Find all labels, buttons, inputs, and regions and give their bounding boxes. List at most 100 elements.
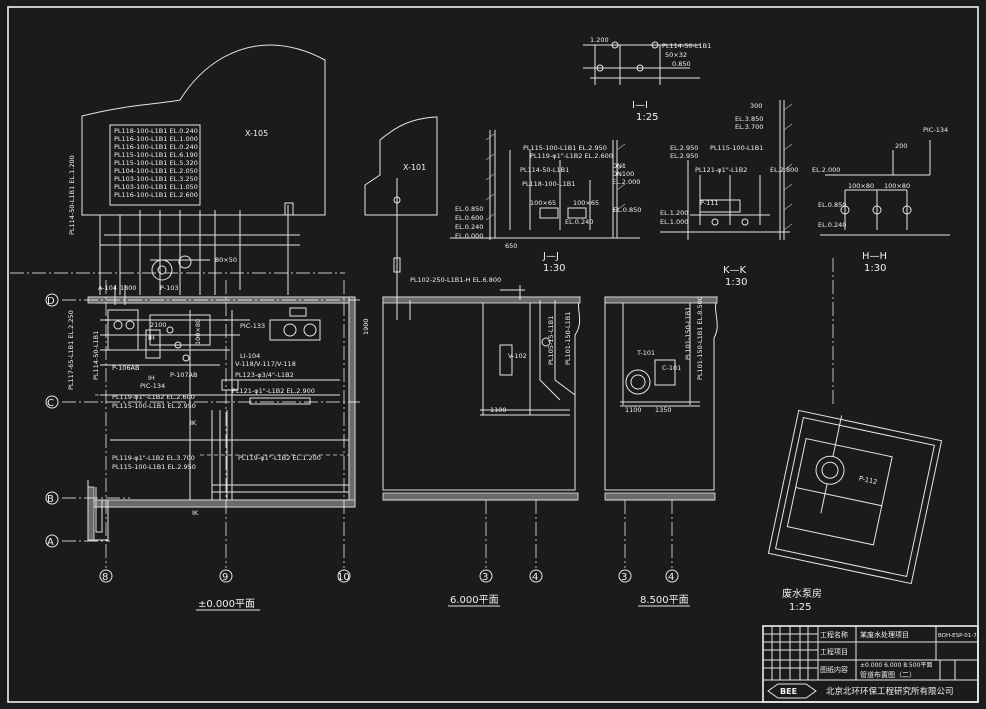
grid-col-8: 8 (102, 572, 108, 583)
tb-project-name: 某废水处理项目 (860, 630, 909, 639)
sec-kk-line-8: EL.1.200 (660, 209, 688, 217)
label-2100: 2100 (150, 321, 167, 329)
label-pl114b-vertical: PL114-50-L1B1 (92, 331, 100, 380)
title-block: 工程名称 工程项目 图纸内容 某废水处理项目 BOH-ESP-01-7 ±0.0… (762, 625, 979, 703)
x105-pipe-1: PL118-100-L1B1 EL.0.240 (114, 127, 198, 135)
sec-hh-title: H—H (862, 251, 887, 262)
sec-jj-scale: 1:30 (543, 263, 565, 274)
plan-6-000: PL102-250-L1B1-H EL.6.800 V-102 PL105-15… (362, 276, 581, 501)
label-pl119a: PL119-φ1"-L1B2 EL.2.600 (112, 393, 195, 401)
x105-label: X-105 (245, 129, 268, 138)
section-i-i: 1.200 PL114-50-L1B1 50×32 0.850 I—I 1:25 (583, 36, 711, 123)
sec-jj-line-11: EL.0.240 (565, 218, 593, 226)
tb-label-content: 图纸内容 (820, 665, 848, 674)
label-pl123: PL123-φ3/4"-L1B2 (235, 371, 294, 379)
plan-8-500: T-101 C-101 PL101-150-L1B1 PL101-150-L1B… (604, 296, 718, 501)
sec-hh-scale: 1:30 (864, 263, 886, 274)
tb-drawing-no: BOH-ESP-01-7 (938, 633, 977, 639)
title-plan-0: ±0.000平面 (198, 599, 255, 610)
grid-row-a: A (47, 537, 54, 548)
plan-0-000: A-104 P-103 80×50 1800 2100 100×80 P-106… (67, 155, 356, 541)
sec-jj-line-8: 100×65 (530, 199, 556, 207)
sec-jj-left-el-3: EL.0.240 (455, 223, 483, 231)
x105-pipe-2: PL116-100-L1B1 EL.1.000 (114, 135, 198, 143)
sec-jj-line-4: DN100 (612, 170, 634, 178)
sec-kk-line-6: PL121-φ1"-L1B2 (695, 166, 747, 174)
label-pl101b: PL101-150-L1B1 EL.8.500 (696, 296, 704, 380)
x105-pipe-9: PL116-100-L1B1 EL.2.600 (114, 191, 198, 199)
sec-hh-line-5: EL.0.240 (818, 221, 846, 229)
sec-kk-line-4: PL115-100-L1B1 (710, 144, 763, 152)
sec-hh-dim: 200 (895, 142, 907, 150)
label-pl105: PL105-15-L1B1 (547, 316, 555, 365)
sec-hh-line-3: 100×80 (884, 182, 910, 190)
label-pl114-vertical: PL114-50-L1B1 EL.1.200 (68, 155, 76, 235)
label-pic134: PIC-134 (140, 382, 165, 390)
label-pl117-vertical: PL117-65-L1B1 EL.2.250 (67, 310, 75, 390)
sec-jj-left-el-2: EL.0.600 (455, 214, 483, 222)
grid-col-4-plan85: 4 (668, 572, 674, 583)
tb-company: 北京北环环保工程研究所有限公司 (826, 686, 954, 697)
grid-row-c: C (47, 398, 54, 409)
sec-kk-line-2: EL.3.700 (735, 123, 763, 131)
label-v102: V-102 (508, 352, 527, 360)
sec-hh-line-4: EL.0.850 (818, 201, 846, 209)
label-pic133: PIC-133 (240, 322, 265, 330)
label-dim1100-85: 1100 (625, 406, 642, 414)
grid-plan0: D C B A 8 9 10 (45, 280, 360, 583)
label-dim1900: 1900 (362, 318, 370, 335)
sec-kk-p111: P-111 (700, 199, 719, 207)
sec-ii-pipe: PL114-50-L1B1 (662, 42, 711, 50)
x105-pipe-8: PL103-100-L1B1 EL.1.050 (114, 183, 198, 191)
grid-row-b: B (47, 494, 54, 505)
sec-ii-el1: 1.200 (590, 36, 609, 44)
grid-row-d: D (47, 296, 55, 307)
sec-kk-line-1: EL.3.850 (735, 115, 763, 123)
sec-jj-line-3: DN1 (612, 162, 626, 170)
title-plan-85: 8.500平面 (640, 595, 689, 606)
label-pl101a: PL101-150-L1B1 (684, 307, 692, 360)
tb-content-2: 管道布置图（二） (860, 670, 916, 679)
section-k-k: EL.3.850 EL.3.700 EL.2.950 PL115-100-L1B… (660, 100, 798, 288)
label-c101: C-101 (662, 364, 681, 372)
drawing-border (7, 6, 979, 703)
sec-hh-pic134: PIC-134 (923, 126, 948, 134)
sec-hh-line-1: EL.2.000 (812, 166, 840, 174)
x105-pipe-3: PL116-100-L1B1 EL.0.240 (114, 143, 198, 151)
x101-label: X-101 (403, 163, 426, 172)
sec-ii-scale: 1:25 (636, 112, 658, 123)
title-plan-6: 6.000平面 (450, 595, 499, 606)
sec-kk-line-3: EL.2.950 (670, 144, 698, 152)
section-h-h: PIC-134 200 EL.2.000 100×80 100×80 EL.0.… (812, 126, 950, 274)
label-pl119c: PL119-φ1"-L1B2 EL.1.200 (238, 454, 321, 462)
label-dim1100-6: 1100 (490, 406, 507, 414)
sec-kk-scale: 1:30 (725, 277, 747, 288)
label-p106ab: P-106AB (112, 364, 139, 372)
sec-jj-left-el-1: EL.0.850 (455, 205, 483, 213)
sec-kk-dim: 300 (750, 102, 762, 110)
sec-ii-el2: 0.850 (672, 60, 691, 68)
x101-area: X-101 (364, 116, 438, 295)
title-pit: 废水泵房 (782, 587, 822, 600)
x105-pipe-7: PL103-100-L1B1 EL.3.250 (114, 175, 198, 183)
sec-kk-title: K—K (723, 265, 747, 276)
label-ik-upper: IK (190, 419, 197, 427)
label-pl101: PL101-150-L1B1 (564, 312, 572, 365)
grid-col-3-plan85: 3 (621, 572, 627, 583)
tb-content-1: ±0.000 6.000 8.500平面 (860, 662, 932, 669)
sec-ii-size: 50×32 (665, 51, 687, 59)
label-a104: A-104 (98, 284, 117, 292)
label-p107ab: P-107AB (170, 371, 197, 379)
grid-col-9: 9 (222, 572, 228, 583)
label-ih-lower: IH (148, 374, 155, 382)
label-100x80: 100×80 (194, 319, 202, 345)
sec-jj-title: J—J (542, 251, 559, 262)
sec-ii-title: I—I (632, 100, 648, 111)
label-pl121: PL121-φ1"-L1B2 EL.2.900 (232, 387, 315, 395)
sec-kk-line-9: EL.1.000 (660, 218, 688, 226)
sec-jj-line-7: PL118-100-L1B1 (522, 180, 575, 188)
sec-jj-dim: 650 (505, 242, 517, 250)
sec-jj-line-2: PL119-φ1"-L1B2 EL.2.600 (530, 152, 613, 160)
x105-pipe-4: PL115-100-L1B1 EL.6.190 (114, 151, 198, 159)
tb-label-item: 工程项目 (820, 647, 848, 656)
